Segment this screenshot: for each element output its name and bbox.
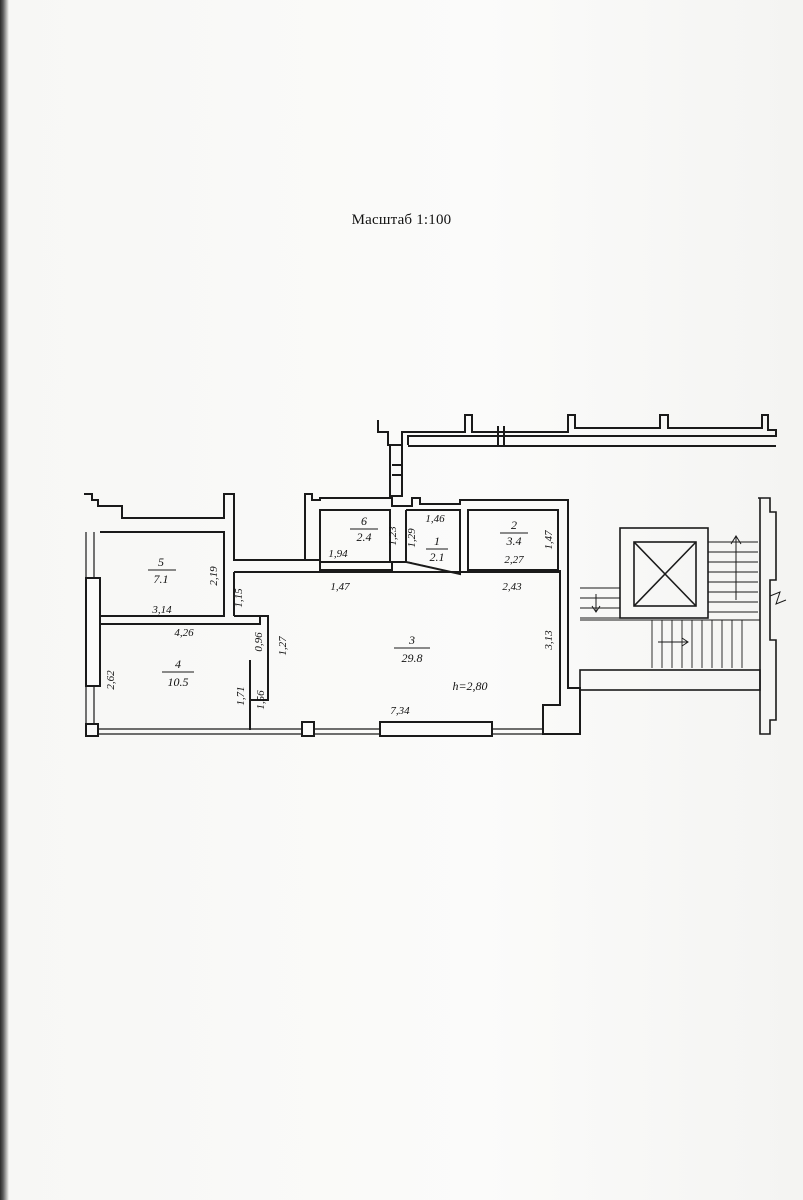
outer-wall-left-top — [84, 493, 581, 735]
shaft-wall — [389, 445, 403, 497]
room-4-number: 4 — [175, 657, 181, 671]
arrow-head-icon — [730, 535, 742, 545]
dim-1-71: 1,71 — [235, 686, 247, 705]
dim-1-23: 1,23 — [387, 526, 399, 546]
dim-1-56: 1,56 — [255, 690, 267, 710]
room-1-area: 2.1 — [430, 550, 445, 564]
dim-2-27: 2,27 — [504, 554, 524, 566]
dim-7-34: 7,34 — [390, 705, 410, 717]
dim-0-96: 0,96 — [253, 632, 265, 652]
door-swing-dashed — [407, 561, 461, 575]
stair-treads — [580, 541, 760, 668]
dim-3-14: 3,14 — [151, 604, 172, 616]
room-1-walls — [405, 509, 461, 576]
room-4-area: 10.5 — [168, 675, 189, 689]
bottom-window — [379, 721, 493, 737]
room-2-number: 2 — [511, 518, 517, 532]
left-pier — [85, 577, 101, 687]
arrow-head-icon — [591, 605, 601, 613]
outer-wall-top — [377, 414, 777, 446]
room-6-bottom-wall — [305, 559, 406, 571]
dim-1-46: 1,46 — [425, 513, 445, 525]
room-5-area: 7.1 — [154, 572, 169, 586]
elevator-cross — [633, 541, 697, 607]
room-3-area: 29.8 — [402, 651, 423, 665]
room-2-walls — [467, 509, 559, 571]
room-6-number: 6 — [361, 514, 367, 528]
facade-column — [301, 721, 315, 737]
room-5-number: 5 — [158, 555, 164, 569]
room-5-walls — [100, 531, 225, 617]
room-6-walls — [319, 509, 391, 563]
dim-3-13: 3,13 — [543, 630, 555, 651]
dim-1-27: 1,27 — [277, 636, 289, 656]
dim-1-94: 1,94 — [328, 548, 348, 560]
room-2-area: 3.4 — [506, 534, 522, 548]
room-1-number: 1 — [434, 534, 440, 548]
scale-label: Масштаб 1:100 — [351, 212, 452, 228]
dim-4-26: 4,26 — [174, 627, 194, 639]
corner-column — [85, 723, 99, 737]
stair-right-wall — [758, 497, 777, 735]
room-3-number: 3 — [408, 633, 415, 647]
dim-1-47-right: 1,47 — [543, 530, 555, 550]
dim-2-19: 2,19 — [208, 566, 220, 586]
stair-landing — [579, 669, 761, 691]
arrow-head-icon — [681, 637, 689, 647]
elevator-shaft-outer — [619, 527, 709, 619]
room-6-area: 2.4 — [357, 530, 372, 544]
dim-1-47-mid: 1,47 — [330, 581, 350, 593]
dim-2-62: 2,62 — [105, 670, 117, 690]
break-line — [769, 591, 787, 605]
dim-1-15: 1,15 — [233, 588, 245, 608]
dim-1-29: 1,29 — [406, 528, 418, 548]
ceiling-height: h=2,80 — [452, 679, 487, 693]
dim-2-43: 2,43 — [502, 581, 522, 593]
elevator-shaft-inner — [633, 541, 697, 607]
